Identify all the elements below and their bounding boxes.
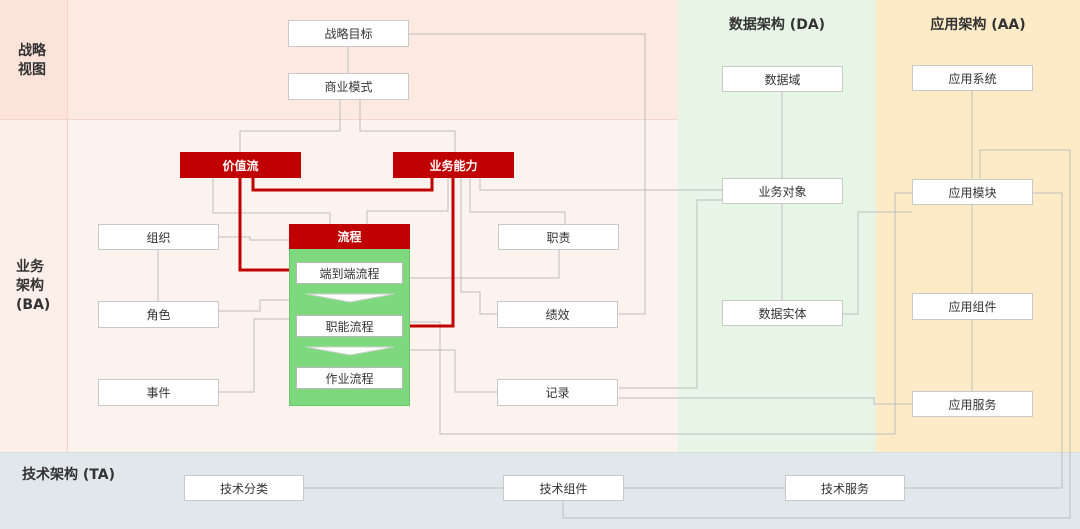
app-system-box[interactable]: 应用系统 [912,65,1033,91]
tech-component-box[interactable]: 技术组件 [503,475,624,501]
data-domain-box[interactable]: 数据域 [722,66,843,92]
e2e-process-box[interactable]: 端到端流程 [296,262,403,284]
business-object-box[interactable]: 业务对象 [722,178,843,204]
app-component-box[interactable]: 应用组件 [912,293,1033,320]
tech-architecture-label: 技术架构 (TA) [22,466,115,485]
business-capability-box[interactable]: 业务能力 [393,152,514,178]
down-arrow-icon [305,293,395,303]
tech-architecture-label-text: 技术架构 (TA) [22,467,115,483]
data-architecture-header: 数据架构 (DA) [728,17,826,33]
down-arrow-icon [305,346,395,356]
value-stream-box[interactable]: 价值流 [180,152,301,178]
strategy-label-column [0,0,68,120]
tech-service-box[interactable]: 技术服务 [785,475,905,501]
tech-category-box[interactable]: 技术分类 [184,475,304,501]
record-box[interactable]: 记录 [497,379,618,406]
business-model-box[interactable]: 商业模式 [288,73,409,100]
business-architecture-label-text: 业务 架构 (BA) [16,259,51,313]
event-box[interactable]: 事件 [98,379,219,406]
role-box[interactable]: 角色 [98,301,219,328]
data-entity-box[interactable]: 数据实体 [722,300,843,326]
function-process-box[interactable]: 职能流程 [296,315,403,337]
divider [67,0,68,453]
divider [0,452,1080,453]
duty-box[interactable]: 职责 [498,224,619,250]
app-module-box[interactable]: 应用模块 [912,179,1033,205]
strategy-view-label: 战略 视图 [18,42,46,80]
business-label-column [0,120,68,453]
process-header[interactable]: 流程 [289,224,410,249]
app-architecture-header: 应用架构 (AA) [930,17,1026,33]
divider [0,119,678,120]
app-service-box[interactable]: 应用服务 [912,391,1033,417]
strategy-view-label-text: 战略 视图 [18,43,46,78]
task-process-box[interactable]: 作业流程 [296,367,403,389]
business-architecture-label: 业务 架构 (BA) [16,258,50,315]
strategic-goal-box[interactable]: 战略目标 [288,20,409,47]
organization-box[interactable]: 组织 [98,224,219,250]
performance-box[interactable]: 绩效 [497,301,618,328]
